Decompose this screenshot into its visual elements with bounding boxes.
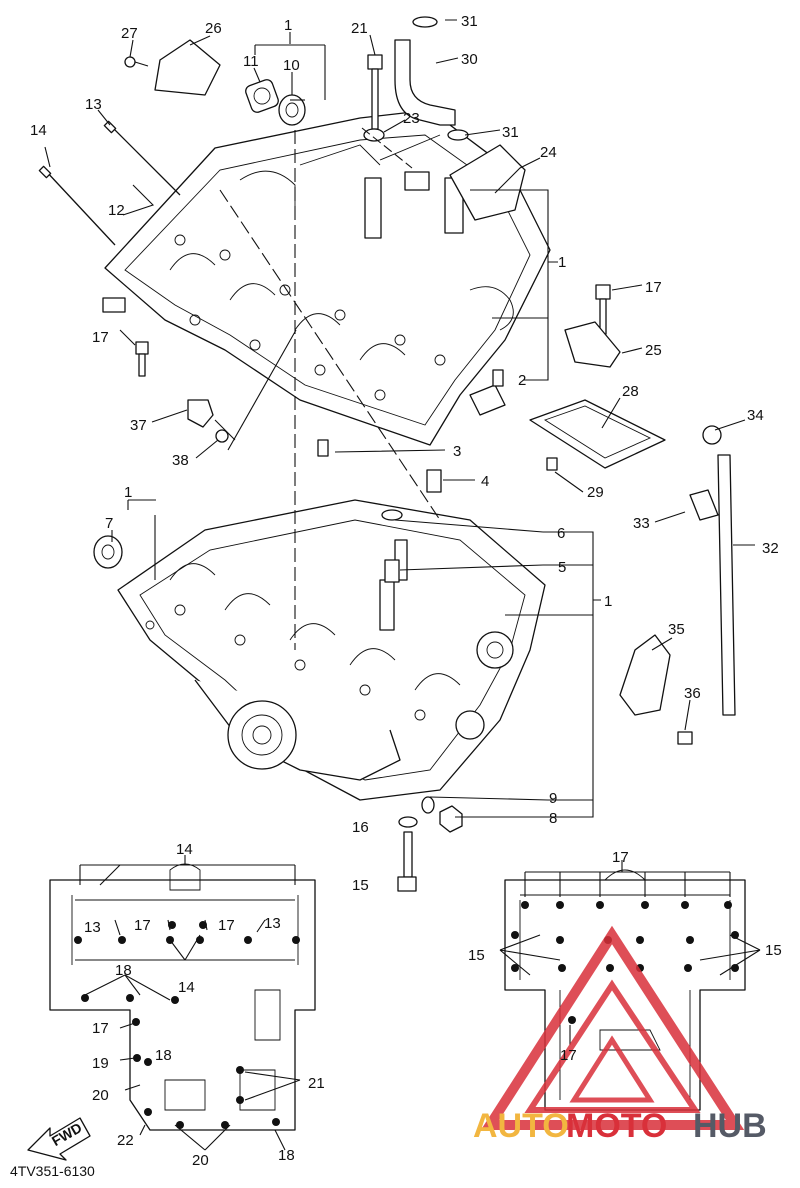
inset-left-label-20-b: 20 — [192, 1152, 209, 1169]
callout-4: 4 — [481, 473, 489, 490]
callout-17-left: 17 — [92, 329, 109, 346]
callout-8: 8 — [549, 810, 557, 827]
callout-6: 6 — [557, 525, 565, 542]
inset-left-label-18-c: 18 — [278, 1147, 295, 1164]
callout-1-right: 1 — [558, 254, 566, 271]
callout-labels: 1 11 10 27 26 21 31 30 23 31 24 13 14 12… — [30, 13, 779, 894]
callout-10: 10 — [283, 57, 300, 74]
callout-5: 5 — [558, 559, 566, 576]
inset-left-label-20-a: 20 — [92, 1087, 109, 1104]
watermark-logo — [480, 925, 745, 1130]
callout-7: 7 — [105, 515, 113, 532]
inset-right-label-17-top: 17 — [612, 849, 629, 866]
callout-15: 15 — [352, 877, 369, 894]
inset-left-label-17-b: 17 — [218, 917, 235, 934]
watermark-text-auto: AUTO — [473, 1107, 569, 1145]
diagram-code: 4TV351-6130 — [10, 1163, 95, 1179]
callout-17-right: 17 — [645, 279, 662, 296]
callout-14: 14 — [30, 122, 47, 139]
callout-16: 16 — [352, 819, 369, 836]
callout-31-mid: 31 — [502, 124, 519, 141]
callout-38: 38 — [172, 452, 189, 469]
callout-32: 32 — [762, 540, 779, 557]
inset-left-label-21: 21 — [308, 1075, 325, 1092]
inset-left-label-13-right: 13 — [264, 915, 281, 932]
callout-23: 23 — [403, 110, 420, 127]
inset-right-label-15-left: 15 — [468, 947, 485, 964]
callout-29: 29 — [587, 484, 604, 501]
callout-37: 37 — [130, 417, 147, 434]
callout-31-top: 31 — [461, 13, 478, 30]
small-parts — [38, 16, 736, 892]
inset-left-label-18-a: 18 — [115, 962, 132, 979]
fwd-arrow-icon — [27, 1117, 91, 1161]
callout-36: 36 — [684, 685, 701, 702]
inset-left-label-22: 22 — [117, 1132, 134, 1149]
callout-1-top: 1 — [284, 17, 292, 34]
callout-12: 12 — [108, 202, 125, 219]
upper-crankcase — [102, 109, 551, 446]
inset-left-label-19: 19 — [92, 1055, 109, 1072]
inset-left-label-17-c: 17 — [92, 1020, 109, 1037]
callout-1-left: 1 — [124, 484, 132, 501]
leader-lines — [44, 19, 755, 818]
callout-28: 28 — [622, 383, 639, 400]
watermark-text-hub: HUB — [693, 1107, 767, 1145]
inset-right-labels: 17 15 15 17 — [468, 849, 782, 1064]
callout-21: 21 — [351, 20, 368, 37]
callout-26: 26 — [205, 20, 222, 37]
callout-13: 13 — [85, 96, 102, 113]
callout-3: 3 — [453, 443, 461, 460]
callout-1-lower-right: 1 — [604, 593, 612, 610]
callout-27: 27 — [121, 25, 138, 42]
callout-34: 34 — [747, 407, 764, 424]
inset-left-bolt-pattern — [49, 855, 316, 1151]
inset-left-label-17-a: 17 — [134, 917, 151, 934]
inset-left-label-14-mid: 14 — [178, 979, 195, 996]
callout-30: 30 — [461, 51, 478, 68]
callout-9: 9 — [549, 790, 557, 807]
callout-35: 35 — [668, 621, 685, 638]
inset-right-label-15-right: 15 — [765, 942, 782, 959]
inset-left-label-18-b: 18 — [155, 1047, 172, 1064]
inset-left-labels: 14 13 17 17 13 18 14 17 18 19 20 21 22 2… — [84, 841, 325, 1169]
lower-crankcase — [117, 499, 546, 801]
callout-25: 25 — [645, 342, 662, 359]
inset-right-label-17-bottom: 17 — [560, 1047, 577, 1064]
callout-24: 24 — [540, 144, 557, 161]
inset-left-label-13-left: 13 — [84, 919, 101, 936]
callout-2: 2 — [518, 372, 526, 389]
callout-11: 11 — [243, 53, 259, 70]
callout-33: 33 — [633, 515, 650, 532]
inset-left-label-14-top: 14 — [176, 841, 193, 858]
watermark-text-moto: MOTO — [566, 1107, 667, 1145]
